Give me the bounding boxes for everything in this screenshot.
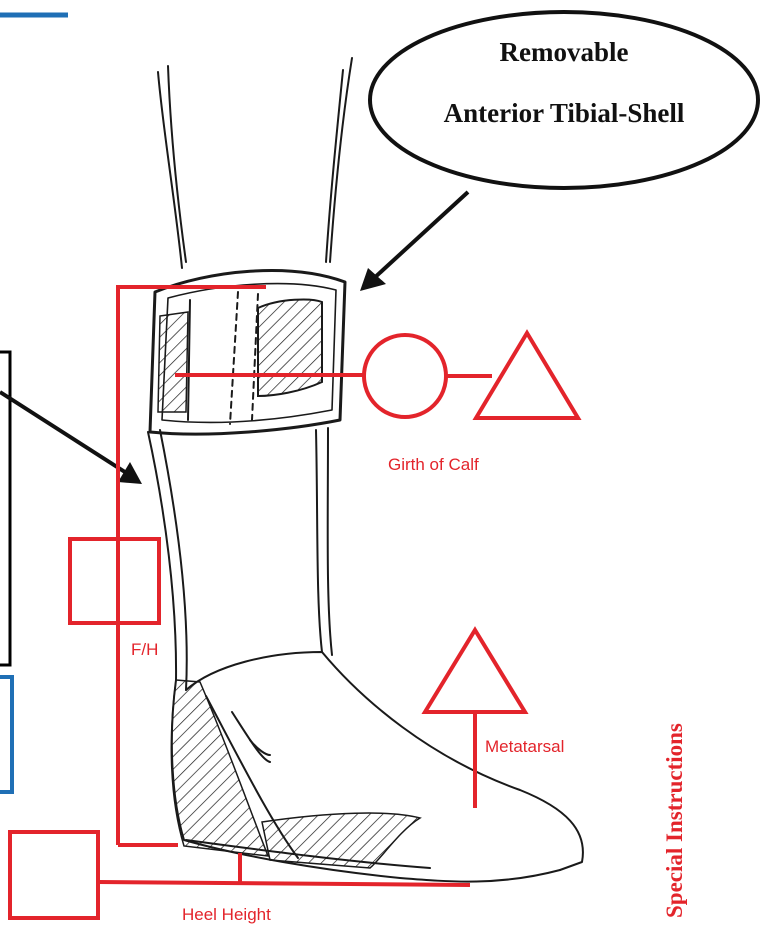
girth-circle <box>364 335 446 417</box>
heel-height-box <box>10 832 98 918</box>
callout-arrow <box>360 192 468 291</box>
panel-arrow <box>0 392 142 484</box>
fh-label: F/H <box>131 640 158 660</box>
heel-height-label: Heel Height <box>182 905 271 925</box>
blue-side-panel <box>0 677 12 792</box>
girth-of-calf-label: Girth of Calf <box>388 455 479 475</box>
heel-hatch <box>171 680 268 856</box>
callout-title-line1: Removable <box>370 37 758 68</box>
metatarsal-label: Metatarsal <box>485 737 564 757</box>
callout-title-line2: Anterior Tibial-Shell <box>370 98 758 129</box>
fh-box <box>70 539 159 623</box>
posterior-shell-hatch <box>158 312 188 412</box>
footplate-hatch <box>262 813 420 868</box>
anterior-shell-hatch <box>258 300 322 396</box>
special-instructions-label: Special Instructions <box>662 723 688 918</box>
metatarsal-triangle <box>425 630 525 712</box>
